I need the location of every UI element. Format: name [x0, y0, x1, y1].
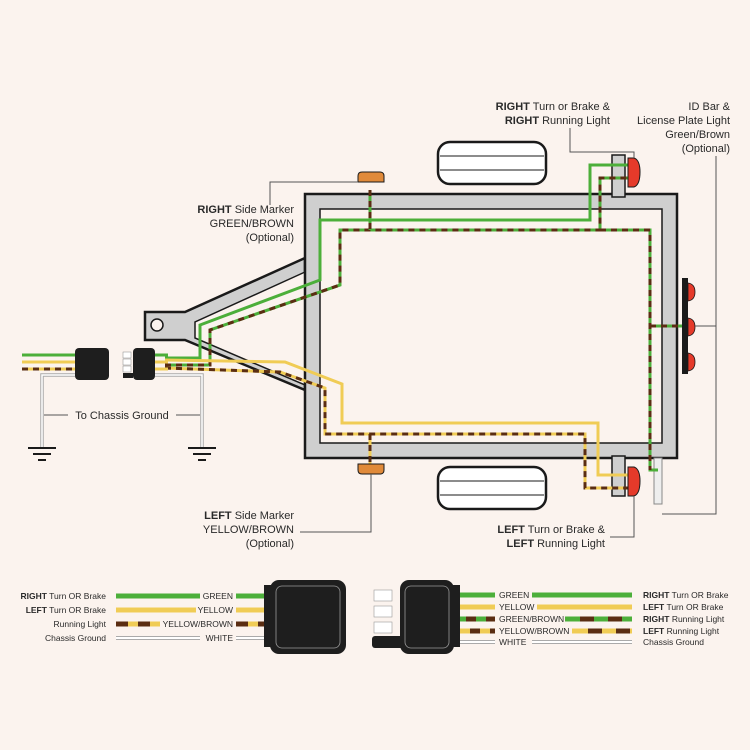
- svg-text:RIGHT Turn OR Brake: RIGHT Turn OR Brake: [20, 591, 106, 601]
- svg-text:LEFT Running Light: LEFT Running Light: [643, 626, 720, 636]
- svg-text:YELLOW/BROWN: YELLOW/BROWN: [499, 626, 569, 636]
- svg-text:GREEN/BROWN: GREEN/BROWN: [210, 218, 294, 230]
- svg-text:WHITE: WHITE: [206, 633, 234, 643]
- legend-row: GREEN/BROWN RIGHT Running Light: [460, 614, 725, 624]
- ground-symbol-left: [28, 447, 56, 461]
- svg-text:LEFT Turn or Brake &: LEFT Turn or Brake &: [497, 524, 605, 536]
- legend-row: YELLOW LEFT Turn OR Brake: [460, 602, 724, 612]
- right-light-post: [611, 154, 626, 198]
- vehicle-connector: [75, 348, 109, 380]
- svg-text:License Plate Light: License Plate Light: [637, 115, 730, 127]
- left-marker-leader: [300, 474, 372, 533]
- legend-trailer-connector: [400, 580, 454, 654]
- svg-text:YELLOW: YELLOW: [499, 602, 534, 612]
- legend-row: RIGHT Turn OR Brake GREEN: [20, 591, 266, 601]
- svg-text:YELLOW: YELLOW: [198, 605, 233, 615]
- left-side-marker-light: [357, 463, 385, 475]
- svg-text:(Optional): (Optional): [246, 538, 294, 550]
- svg-text:Running Light: Running Light: [54, 619, 107, 629]
- svg-text:LEFT Side Marker: LEFT Side Marker: [204, 510, 294, 522]
- hitch-hole: [150, 318, 164, 332]
- svg-text:RIGHT Running Light: RIGHT Running Light: [643, 614, 725, 624]
- wire-yellowbrown-left: [164, 366, 630, 490]
- tire-left: [436, 465, 548, 511]
- svg-text:Chassis Ground: Chassis Ground: [45, 633, 106, 643]
- license-plate-bracket: [653, 457, 663, 505]
- svg-text:GREEN: GREEN: [203, 591, 233, 601]
- chassis-ground-label: To Chassis Ground: [75, 410, 169, 422]
- svg-text:RIGHT Turn or Brake &: RIGHT Turn or Brake &: [496, 101, 611, 113]
- svg-text:LEFT Running Light: LEFT Running Light: [507, 538, 605, 550]
- id-bar-label: ID Bar & License Plate Light Green/Brown…: [637, 101, 731, 155]
- legend-vehicle-connector: [270, 580, 346, 654]
- svg-text:GREEN/BROWN: GREEN/BROWN: [499, 614, 564, 624]
- svg-text:RIGHT Side Marker: RIGHT Side Marker: [197, 204, 294, 216]
- wire-yellow-left: [164, 358, 630, 477]
- left-tail-light: [627, 466, 641, 497]
- legend-row: LEFT Turn OR Brake YELLOW: [26, 605, 266, 615]
- right-marker-leader: [269, 181, 358, 205]
- svg-text:Green/Brown: Green/Brown: [665, 129, 730, 141]
- wire-green-right: [165, 163, 630, 360]
- right-side-marker-light: [357, 171, 385, 183]
- wire-greenbrown-right: [165, 176, 630, 367]
- frame-inner: [319, 208, 663, 444]
- right-tail-leader: [569, 128, 635, 158]
- id-bar-leader: [662, 156, 717, 515]
- left-tail-leader: [610, 496, 635, 538]
- ground-wires: To Chassis Ground: [28, 373, 216, 461]
- tire-right: [436, 140, 548, 186]
- svg-text:Chassis Ground: Chassis Ground: [643, 637, 704, 647]
- left-tail-label: LEFT Turn or Brake & LEFT Running Light: [497, 524, 605, 550]
- right-tail-light: [627, 157, 641, 188]
- trailer-connector: [133, 348, 155, 380]
- svg-text:(Optional): (Optional): [246, 232, 294, 244]
- harness-connectors: [22, 348, 168, 380]
- wire-idbar: [600, 228, 652, 470]
- svg-text:WHITE: WHITE: [499, 637, 527, 647]
- trailer-frame: [143, 154, 679, 505]
- svg-text:RIGHT Turn OR Brake: RIGHT Turn OR Brake: [643, 590, 729, 600]
- svg-text:LEFT Turn OR Brake: LEFT Turn OR Brake: [26, 605, 107, 615]
- legend-4-way: RIGHT Turn OR Brake GREEN LEFT Turn OR B…: [20, 580, 346, 654]
- svg-text:RIGHT Running Light: RIGHT Running Light: [505, 115, 610, 127]
- legend-row: WHITE Chassis Ground: [460, 637, 704, 647]
- svg-text:ID Bar &: ID Bar &: [688, 101, 730, 113]
- svg-text:LEFT Turn OR Brake: LEFT Turn OR Brake: [643, 602, 724, 612]
- legend-row: GREEN RIGHT Turn OR Brake: [460, 590, 729, 600]
- right-marker-label: RIGHT Side Marker GREEN/BROWN (Optional): [197, 204, 294, 244]
- legend-row: Running Light YELLOW/BROWN: [54, 619, 266, 629]
- ground-symbol-right: [188, 447, 216, 461]
- trailer-wires: [164, 163, 682, 490]
- left-marker-label: LEFT Side Marker YELLOW/BROWN (Optional): [203, 510, 294, 550]
- svg-text:YELLOW/BROWN: YELLOW/BROWN: [203, 524, 294, 536]
- svg-text:YELLOW/BROWN: YELLOW/BROWN: [163, 619, 233, 629]
- svg-text:(Optional): (Optional): [682, 143, 730, 155]
- right-tail-label: RIGHT Turn or Brake & RIGHT Running Ligh…: [496, 101, 611, 127]
- svg-text:GREEN: GREEN: [499, 590, 529, 600]
- legend-row: YELLOW/BROWN LEFT Running Light: [460, 626, 720, 636]
- legend-row: Chassis Ground WHITE: [45, 633, 266, 643]
- id-bar-light: [682, 278, 696, 374]
- legend-5-way: GREEN RIGHT Turn OR Brake YELLOW LEFT Tu…: [372, 580, 729, 654]
